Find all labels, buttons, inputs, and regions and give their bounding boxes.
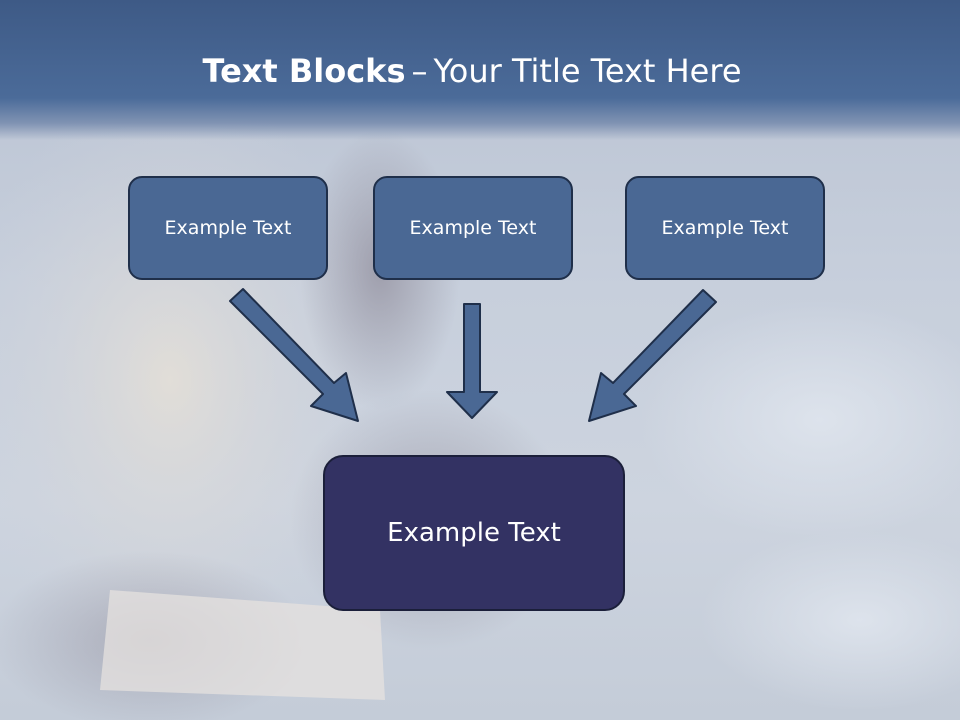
slide-title: Text Blocks–Your Title Text Here xyxy=(0,52,944,90)
title-bar xyxy=(0,0,960,140)
arrow-left-icon xyxy=(229,288,359,422)
title-bold: Text Blocks xyxy=(202,52,406,90)
text-block-center[interactable]: Example Text xyxy=(373,176,573,280)
text-block-left[interactable]: Example Text xyxy=(128,176,328,280)
arrow-right-icon xyxy=(588,289,717,422)
text-block-bottom[interactable]: Example Text xyxy=(323,455,625,611)
text-block-right[interactable]: Example Text xyxy=(625,176,825,280)
title-separator: – xyxy=(411,52,428,90)
arrow-center-icon xyxy=(446,303,498,419)
title-regular: Your Title Text Here xyxy=(433,52,742,90)
